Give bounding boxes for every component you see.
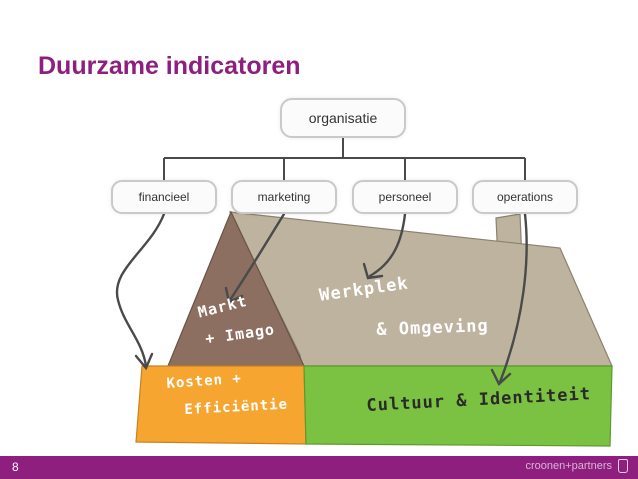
footer-bar: 8 croonen+partners (0, 456, 638, 479)
arrow-marketing (228, 212, 286, 302)
brand-logo-text: croonen+partners (525, 460, 612, 472)
dept-box-financieel: financieel (111, 180, 217, 214)
arrow-operations (498, 212, 528, 384)
page-number: 8 (12, 460, 19, 474)
label-omgeving: & Omgeving (376, 316, 489, 340)
arrowhead-operations (490, 368, 512, 386)
arrows (115, 212, 528, 386)
dept-box-personeel: personeel (352, 180, 458, 214)
block-cultuur (303, 365, 613, 447)
tree-connectors (163, 138, 526, 180)
page-title: Duurzame indicatoren (38, 52, 301, 80)
arrowhead-financieel (134, 352, 154, 371)
dept-box-operations: operations (472, 180, 578, 214)
arrow-personeel (368, 212, 407, 278)
arrowhead-personeel (362, 262, 384, 280)
arrow-financieel (115, 212, 166, 368)
dept-box-marketing: marketing (231, 180, 337, 214)
organisatie-box: organisatie (280, 98, 406, 138)
arrowhead-marketing (224, 286, 244, 304)
house-diagram (115, 138, 613, 447)
brand-logo-icon (618, 459, 628, 473)
